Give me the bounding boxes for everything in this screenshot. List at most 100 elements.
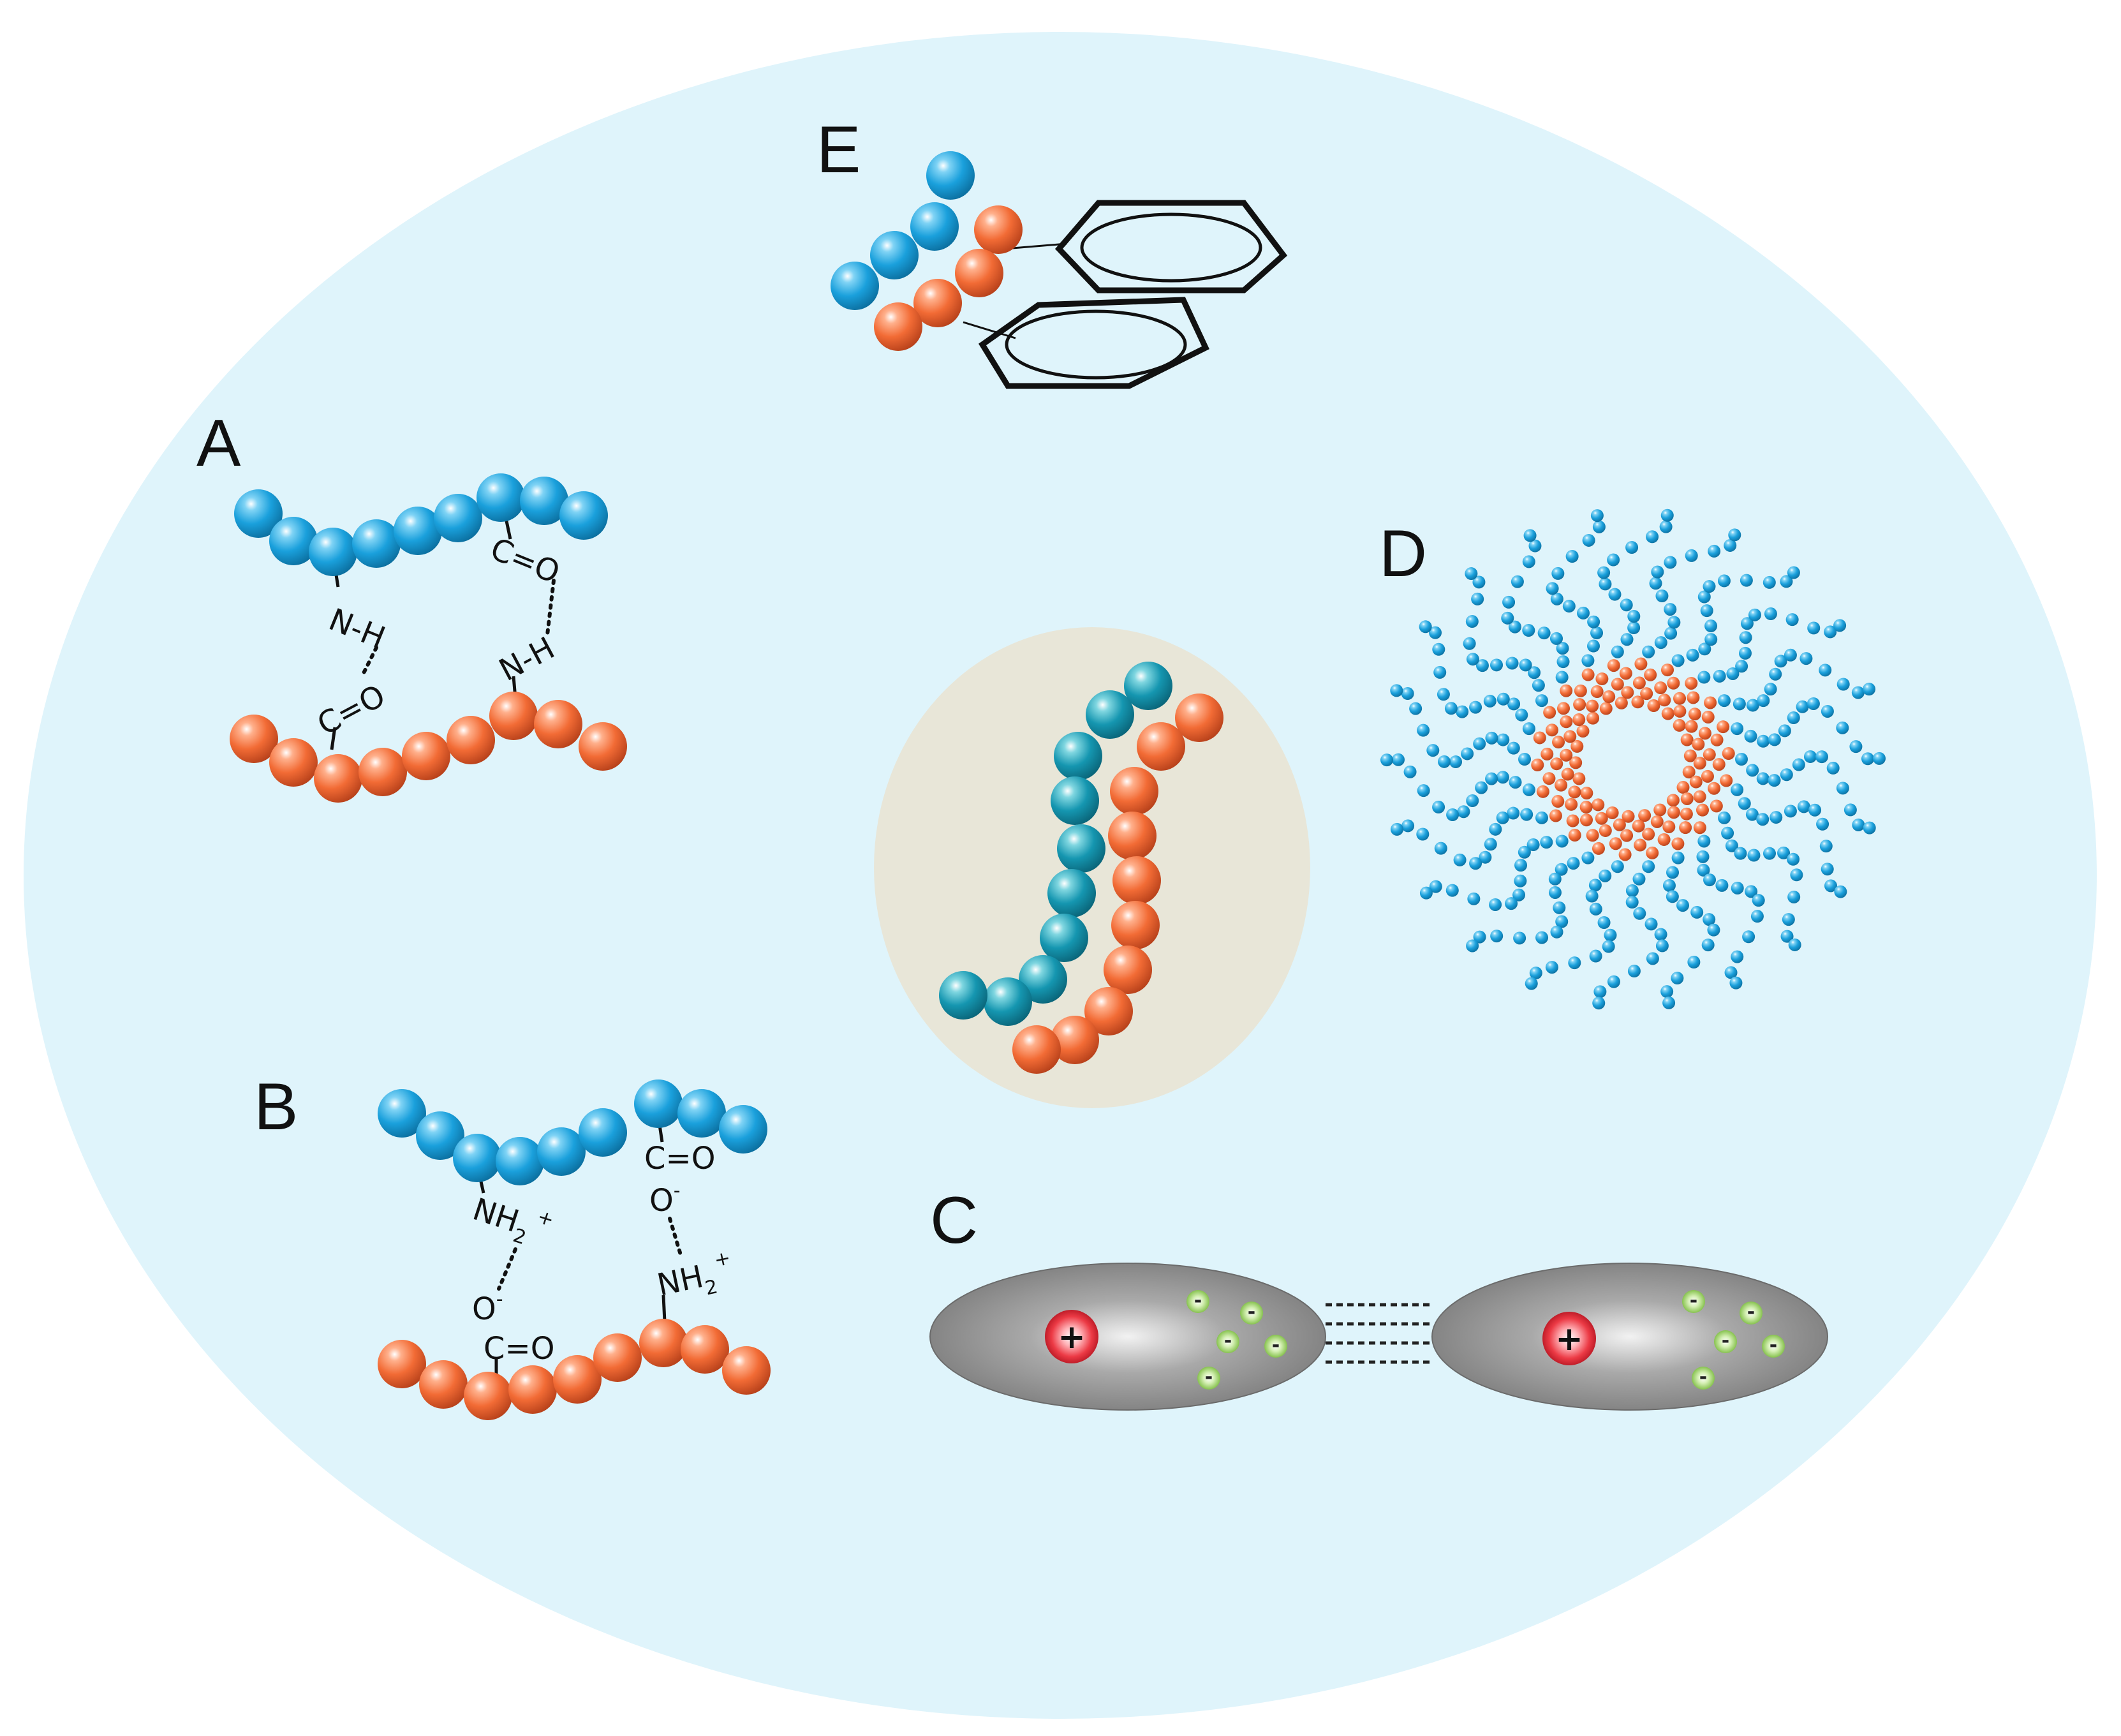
blue-bead <box>1764 683 1777 696</box>
orange-bead <box>1679 821 1692 835</box>
blue-bead <box>1715 879 1729 892</box>
blue-bead <box>1662 996 1676 1009</box>
blue-bead <box>1785 613 1799 627</box>
blue-bead <box>1433 665 1447 679</box>
blue-bead <box>1611 860 1624 873</box>
blue-bead <box>1738 797 1751 810</box>
orange-bead <box>1708 782 1721 795</box>
negative-ion <box>1264 1335 1287 1358</box>
blue-bead <box>1434 842 1447 855</box>
blue-bead <box>1501 611 1514 625</box>
blue-bead <box>1511 575 1524 588</box>
blue-bead <box>1514 859 1528 872</box>
orange-bead <box>1108 812 1157 860</box>
blue-bead <box>1750 910 1764 923</box>
blue-bead <box>1514 874 1527 887</box>
orange-bead <box>1640 687 1653 701</box>
blue-bead <box>1707 923 1720 937</box>
orange-bead <box>1685 676 1698 690</box>
orange-bead <box>1551 795 1565 808</box>
blue-bead <box>1403 765 1417 778</box>
blue-bead <box>1863 821 1876 835</box>
blue-bead <box>1585 889 1599 903</box>
blue-bead <box>1607 975 1620 988</box>
orange-bead <box>1676 781 1690 794</box>
blue-bead <box>1461 747 1474 760</box>
orange-bead <box>1137 722 1185 771</box>
blue-bead <box>1731 881 1744 894</box>
benzene-ring-bottom-inner <box>1005 309 1187 380</box>
orange-bead <box>1592 842 1605 855</box>
orange-bead <box>1642 827 1655 841</box>
orange-bead <box>358 748 407 796</box>
negative-sign: - <box>1747 1301 1755 1323</box>
blue-bead <box>1746 764 1759 777</box>
blue-bead <box>559 491 608 540</box>
blue-bead <box>1748 608 1761 621</box>
orange-bead <box>1573 698 1586 711</box>
blue-bead <box>1807 697 1820 710</box>
blue-bead <box>1469 701 1482 714</box>
orange-bead <box>722 1346 771 1395</box>
orange-bead <box>1722 747 1735 760</box>
blue-bead <box>1523 529 1537 542</box>
blue-bead <box>1540 836 1553 849</box>
orange-bead <box>1654 681 1667 695</box>
teal-bead <box>1019 955 1067 1004</box>
orange-bead <box>1720 774 1733 787</box>
negative-ion <box>1692 1367 1715 1390</box>
negative-sign: - <box>1224 1330 1232 1352</box>
blue-bead <box>496 1137 544 1185</box>
blue-bead <box>1556 655 1570 669</box>
blue-bead <box>1642 645 1655 658</box>
blue-bead <box>1787 711 1800 724</box>
orange-bead <box>1673 704 1687 718</box>
blue-bead <box>1740 617 1754 630</box>
blue-bead <box>1701 938 1715 952</box>
teal-bead <box>1057 824 1105 873</box>
blue-bead <box>434 494 482 542</box>
negative-ion <box>1186 1290 1209 1313</box>
orange-bead <box>314 754 362 803</box>
blue-bead <box>677 1089 726 1138</box>
orange-bead <box>1586 829 1599 842</box>
blue-bead <box>1519 658 1532 672</box>
negative-sign: - <box>1770 1334 1777 1356</box>
orange-bead <box>1566 814 1579 827</box>
blue-bead <box>1803 750 1817 763</box>
orange-bead <box>1680 807 1693 820</box>
blue-bead <box>1444 702 1458 715</box>
blue-bead <box>1556 642 1569 655</box>
blue-bead <box>1731 783 1744 796</box>
orange-bead <box>1568 785 1581 799</box>
blue-bead <box>870 231 919 279</box>
blue-bead <box>1453 853 1467 866</box>
orange-bead <box>1658 694 1671 707</box>
positive-sign: + <box>1555 1320 1583 1358</box>
orange-bead <box>464 1372 512 1420</box>
blue-bead <box>1713 669 1726 683</box>
orange-bead <box>1586 711 1600 725</box>
orange-bead <box>230 715 278 763</box>
chem-label-o-right: O- <box>649 1180 681 1219</box>
blue-bead <box>1590 509 1604 523</box>
blue-bead <box>1664 627 1678 640</box>
blue-bead <box>1401 687 1414 701</box>
blue-bead <box>1607 553 1620 567</box>
blue-bead <box>910 202 959 251</box>
blue-bead <box>1446 808 1460 822</box>
blue-bead <box>1777 846 1791 859</box>
orange-bead <box>1650 815 1664 828</box>
orange-bead <box>1634 838 1647 852</box>
orange-bead <box>1692 738 1705 751</box>
orange-bead <box>1543 706 1556 719</box>
orange-bead <box>1545 723 1558 737</box>
blue-bead <box>1784 805 1797 818</box>
blue-bead <box>1599 869 1612 882</box>
orange-bead <box>1613 818 1626 831</box>
orange-bead <box>1579 801 1593 814</box>
blue-bead <box>1664 603 1677 616</box>
blue-bead <box>1816 817 1829 831</box>
blue-bead <box>926 151 975 200</box>
blue-bead <box>1792 758 1805 771</box>
